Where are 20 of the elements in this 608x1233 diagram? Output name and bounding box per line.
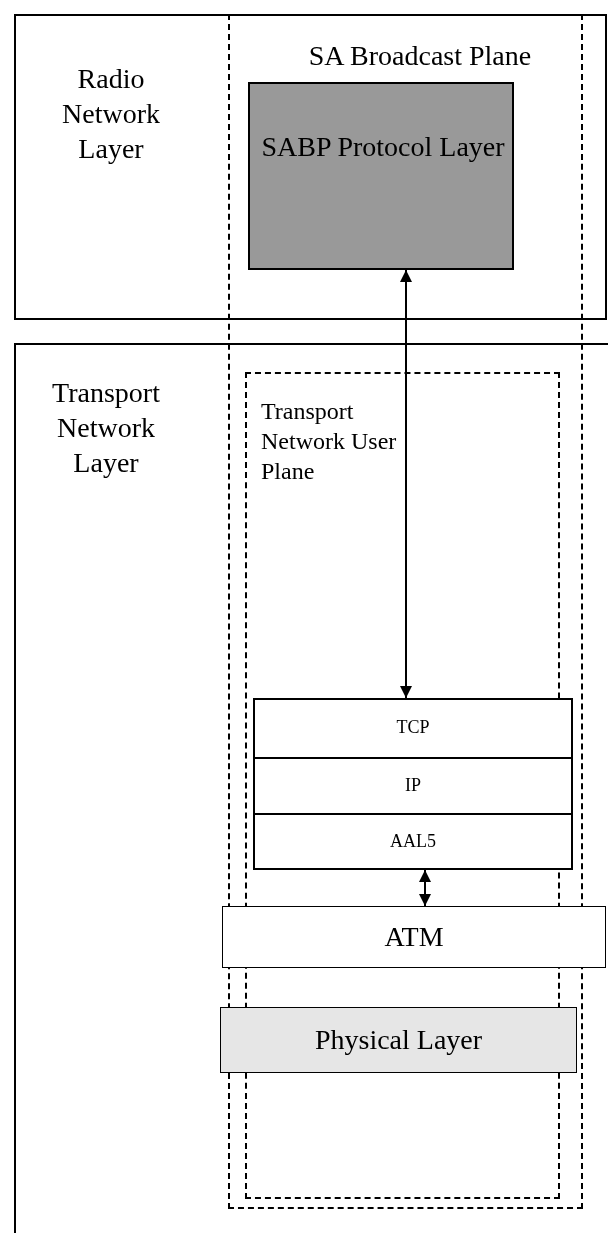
protocol-box — [253, 813, 573, 870]
dashed-plane-region — [228, 14, 583, 1209]
plane-label: SA Broadcast Plane — [307, 39, 533, 73]
double-arrow — [400, 269, 412, 699]
box-label: Physical Layer — [313, 1023, 484, 1057]
double-arrow — [419, 869, 431, 907]
box-label: SABP Protocol Layer — [260, 130, 506, 164]
protocol-box — [253, 698, 573, 759]
box-label: IP — [404, 774, 422, 797]
layer-label: Transport Network Layer — [51, 376, 161, 480]
layer-band — [14, 343, 214, 1233]
protocol-box — [222, 906, 606, 968]
layer-band — [14, 14, 220, 320]
box-label: TCP — [395, 716, 431, 739]
box-label: ATM — [383, 920, 445, 954]
plane-label: Transport Network User Plane — [261, 397, 398, 486]
box-label: AAL5 — [389, 830, 437, 853]
protocol-box — [253, 757, 573, 815]
layer-label: Radio Network Layer — [61, 62, 161, 166]
protocol-box — [248, 82, 514, 270]
